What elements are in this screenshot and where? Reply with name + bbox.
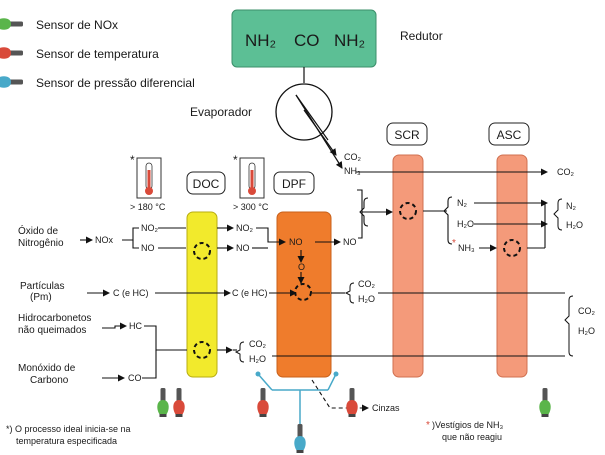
asc-label: ASC — [497, 128, 522, 142]
legend-nox-label: Sensor de NOx — [36, 18, 118, 32]
input-co-line2: Carbono — [30, 375, 69, 386]
evap-co2: CO₂ — [344, 152, 362, 162]
asc-out-brace — [553, 198, 563, 231]
dpf-out-no: NO — [343, 237, 357, 247]
asc-out-h2o: H₂O — [566, 220, 583, 230]
dpf-filter — [276, 211, 332, 378]
asc-label-box — [488, 122, 530, 146]
input-nox-line1: Óxido de — [18, 224, 58, 237]
dpf-out-h2o: H₂O — [358, 294, 375, 304]
dpf-inner-no: NO — [289, 237, 303, 247]
asc-out-co2-top: CO₂ — [557, 167, 575, 177]
reductant-nh2-left: NH₂ — [245, 31, 276, 50]
doc-label: DOC — [193, 177, 220, 191]
dpf-flows — [252, 227, 565, 357]
input-hc-line2: não queimados — [18, 325, 86, 336]
reductant-co: CO — [294, 31, 320, 50]
dpf-out-brace — [344, 282, 355, 304]
dpf-in-no: NO — [236, 243, 250, 253]
ash-label: Cinzas — [372, 403, 400, 413]
nox-sensor-asc-icon — [539, 388, 551, 417]
nox-sensor-icon — [0, 18, 23, 30]
doc-out-c-hc: C (e HC) — [232, 288, 268, 298]
dpf-out-co2: CO₂ — [358, 279, 376, 289]
asc-catalyst — [496, 154, 528, 378]
evaporator-arrow-nh3 — [295, 94, 343, 169]
asc-out-n2: N₂ — [566, 201, 576, 211]
right-group-brace — [564, 295, 574, 357]
dpf-in-no2: NO₂ — [236, 223, 254, 233]
scr-out-flows — [423, 196, 548, 252]
thermometer-doc-icon — [136, 157, 162, 199]
input-pm-line1: Partículas — [20, 281, 64, 292]
right-group-co2: CO₂ — [578, 306, 596, 316]
nox-sensor-doc-icon — [157, 388, 169, 417]
scr-out-star: * — [452, 238, 456, 249]
right-group-h2o: H₂O — [578, 326, 595, 336]
scr-inlet-flows — [357, 189, 393, 239]
dpf-inner-o: O — [298, 262, 305, 272]
dpf-label-box — [273, 171, 315, 195]
pressure-sensor-dpf-icon — [294, 424, 306, 453]
doc-label-box — [186, 171, 226, 195]
pressure-sensor-icon — [0, 76, 23, 88]
doc-in-no2: NO₂ — [141, 223, 159, 233]
co-species: CO — [128, 373, 142, 383]
reductant-label: Redutor — [400, 29, 443, 43]
scr-out-n2: N₂ — [457, 198, 467, 208]
ash-arrow — [311, 379, 369, 412]
thermometer-dpf-icon — [239, 157, 265, 199]
dpf-label: DPF — [282, 177, 306, 191]
reductant-nh2-right: NH₂ — [334, 31, 365, 50]
temperature-sensor-scr-icon — [346, 388, 358, 417]
scr-catalyst — [392, 154, 424, 378]
doc-flows — [122, 224, 237, 379]
temperature-sensor-icon — [0, 47, 23, 59]
thermo-doc-star: * — [130, 153, 135, 167]
nox-species: NOx — [95, 235, 114, 245]
doc-out-co2: CO₂ — [249, 339, 267, 349]
footnote2-line1: )Vestígios de NH₃ — [432, 420, 504, 430]
doc-out-h2o: H₂O — [249, 354, 266, 364]
input-co-line1: Monóxido de — [18, 363, 76, 374]
thermo-doc-temp: > 180 °C — [130, 202, 166, 212]
scr-out-h2o: H₂O — [457, 219, 474, 229]
temperature-sensor-dpf-icon — [257, 388, 269, 417]
footnote2-star: * — [426, 420, 430, 431]
input-pm-line2: (Pm) — [30, 292, 52, 303]
thermo-dpf-temp: > 300 °C — [233, 202, 269, 212]
evaporator-circle — [275, 83, 333, 141]
doc-out-brace — [234, 341, 245, 363]
doc-catalyst — [186, 211, 218, 378]
input-nox-line2: Nitrogênio — [18, 238, 64, 249]
footnote1-line1: *) O processo ideal inicia-se na — [6, 424, 131, 434]
scr-label: SCR — [394, 128, 420, 142]
hc-species: HC — [129, 321, 142, 331]
thermo-dpf-star: * — [233, 153, 238, 167]
legend-pressure-label: Sensor de pressão diferencial — [36, 76, 195, 90]
input-hc-line1: Hidrocarbonetos — [18, 313, 91, 324]
evap-nh3: NH₃ — [344, 166, 361, 176]
doc-in-no: NO — [141, 243, 155, 253]
pm-species: C (e HC) — [113, 288, 149, 298]
footnote2-line2: que não reagiu — [442, 432, 502, 442]
scr-label-box — [386, 122, 428, 146]
footnote1-line2: temperatura especificada — [16, 436, 117, 446]
temperature-sensor-doc-icon — [173, 388, 185, 417]
legend: Sensor de NOx Sensor de temperatura Sens… — [0, 18, 195, 90]
pressure-sensor-plumbing — [255, 371, 339, 428]
scr-out-nh3: NH₃ — [458, 243, 475, 253]
legend-temperature-label: Sensor de temperatura — [36, 47, 159, 61]
evaporator-label: Evaporador — [190, 105, 252, 119]
hc-input-arrow — [102, 322, 127, 330]
